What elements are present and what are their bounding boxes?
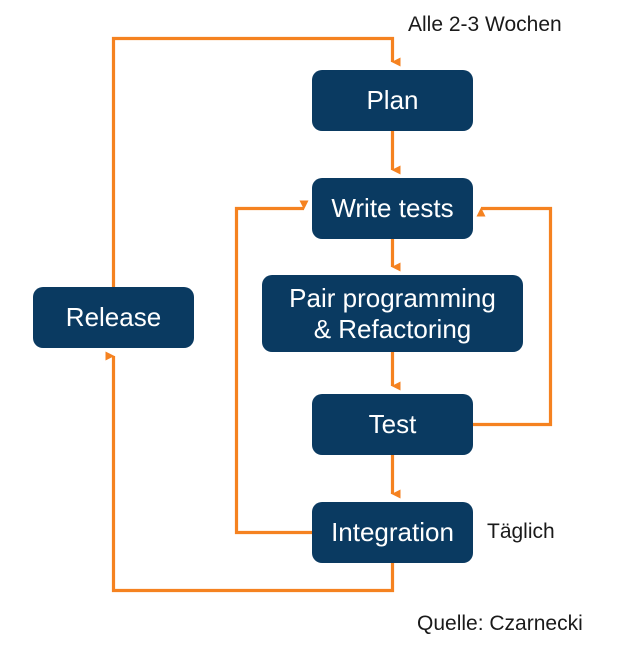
node-release-label: Release	[65, 302, 162, 333]
annotation-source-credit: Quelle: Czarnecki	[417, 612, 583, 635]
node-write-tests-label: Write tests	[331, 193, 454, 224]
node-release[interactable]: Release	[33, 287, 194, 348]
node-pair-programming[interactable]: Pair programming & Refactoring	[262, 275, 523, 352]
node-test-label: Test	[368, 409, 417, 440]
edge-release-to-plan	[111, 36, 401, 287]
node-plan[interactable]: Plan	[312, 70, 473, 131]
annotation-release-cadence: Alle 2-3 Wochen	[408, 13, 562, 36]
edge-test-to-write-tests	[473, 206, 553, 427]
node-integration[interactable]: Integration	[312, 502, 473, 563]
node-test[interactable]: Test	[312, 394, 473, 455]
edge-integration-to-release	[105, 351, 395, 593]
node-pair-programming-label: Pair programming & Refactoring	[289, 282, 496, 344]
node-plan-label: Plan	[366, 85, 419, 116]
node-integration-label: Integration	[331, 517, 454, 548]
edge-integration-to-write-tests	[234, 200, 312, 535]
annotation-integration-frequency: Täglich	[487, 520, 555, 543]
node-write-tests[interactable]: Write tests	[312, 178, 473, 239]
